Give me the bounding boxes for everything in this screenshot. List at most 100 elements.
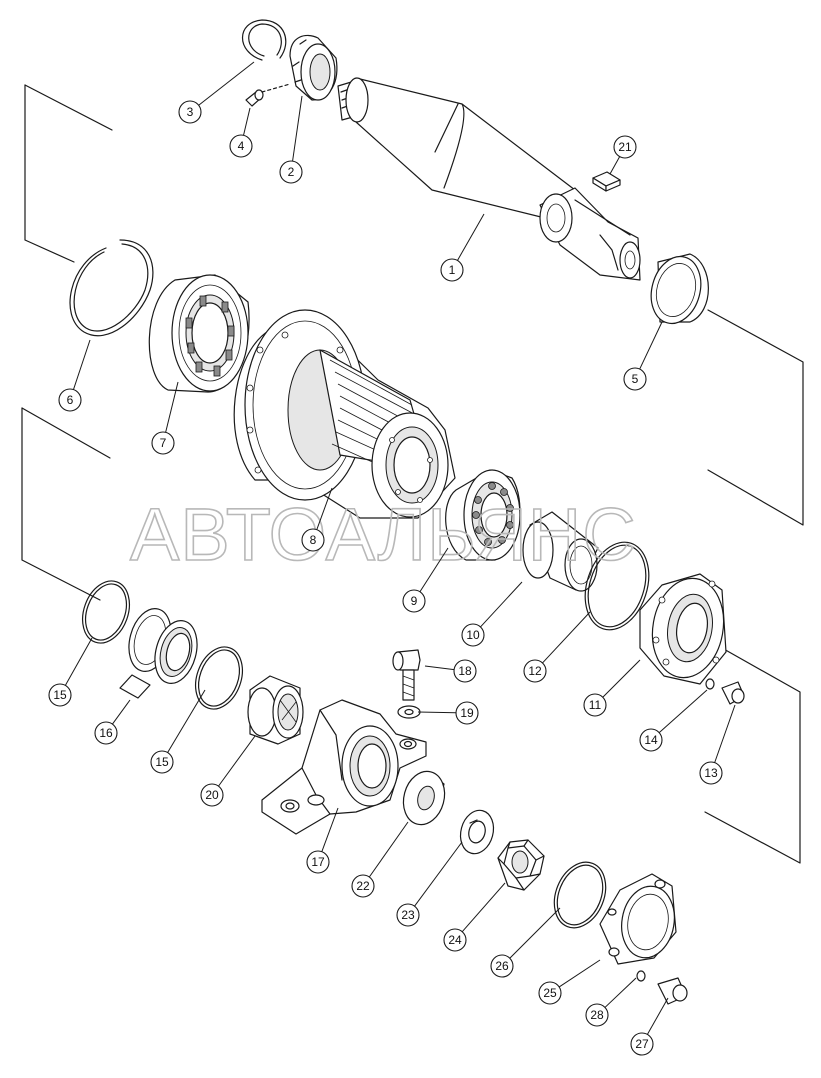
leader-line — [658, 689, 708, 734]
callout-number: 12 — [528, 664, 542, 678]
part-6-snap-ring — [69, 239, 154, 337]
part-11-retainer-flange — [639, 573, 727, 685]
callout-number: 25 — [543, 986, 557, 1000]
callout-number: 16 — [99, 726, 113, 740]
callout-number: 17 — [311, 855, 325, 869]
leader-line — [609, 156, 621, 175]
callout-number: 7 — [160, 436, 167, 450]
callout-circle — [443, 928, 467, 952]
leader-line — [714, 704, 736, 763]
callout-number: 6 — [67, 393, 74, 407]
callout-number: 19 — [460, 706, 474, 720]
callout-number: 15 — [155, 755, 169, 769]
part-13-bolt — [721, 681, 745, 705]
callout-c7: 7 — [151, 381, 179, 455]
part-25-end-cover — [599, 873, 677, 965]
callout-number: 4 — [238, 139, 245, 153]
callout-c18: 18 — [424, 659, 477, 683]
callout-number: 1 — [449, 263, 456, 277]
part-20-bushing — [247, 675, 304, 745]
callout-c5: 5 — [623, 321, 663, 391]
callout-circle — [94, 721, 118, 745]
leader-line — [542, 611, 591, 664]
callout-c11: 11 — [583, 659, 641, 717]
part-18-bolt — [392, 649, 421, 701]
callout-number: 3 — [187, 105, 194, 119]
callout-number: 14 — [644, 733, 658, 747]
leader-line — [417, 711, 457, 714]
callout-number: 9 — [411, 594, 418, 608]
callout-number: 27 — [635, 1037, 649, 1051]
callout-circle — [200, 783, 224, 807]
leader-line — [243, 107, 251, 136]
callout-circle — [623, 367, 647, 391]
callout-c8: 8 — [301, 487, 333, 552]
leader-line — [368, 821, 409, 878]
part-9-bearing — [445, 469, 521, 561]
callout-c16: 16 — [94, 699, 131, 745]
leader-line — [509, 907, 561, 959]
callout-c27: 27 — [630, 997, 669, 1056]
leader-line — [218, 735, 256, 787]
leader-line — [558, 959, 601, 988]
leader-line — [602, 659, 641, 698]
callout-circle — [538, 981, 562, 1005]
callout-number: 21 — [618, 140, 632, 154]
callout-c3: 3 — [178, 61, 255, 124]
callout-circle — [150, 750, 174, 774]
leader-line — [419, 547, 449, 593]
leader-line — [292, 95, 303, 162]
callout-c26: 26 — [490, 907, 561, 978]
leader-line — [198, 61, 255, 106]
part-1-shaft — [337, 77, 641, 281]
callout-number: 5 — [632, 372, 639, 386]
callout-number: 10 — [466, 628, 480, 642]
leader-line — [167, 689, 206, 753]
part-8-hub — [233, 309, 456, 519]
leader-line — [639, 321, 663, 370]
callout-circle — [306, 850, 330, 874]
part-5-collar — [650, 253, 709, 325]
leader-line — [461, 882, 506, 933]
part-23-tab-washer — [459, 809, 495, 855]
leader-line — [321, 807, 339, 852]
callout-number: 20 — [205, 788, 219, 802]
callout-circle — [583, 693, 607, 717]
callout-c28: 28 — [585, 977, 637, 1027]
watermark-text: АВТОАЛЬЯНС — [130, 493, 637, 576]
part-19-washer — [397, 705, 421, 719]
callout-circle — [402, 589, 426, 613]
leader-line — [64, 637, 93, 686]
part-3-snap-ring — [241, 19, 287, 61]
leader-line — [457, 213, 485, 261]
part-10-spacer-sleeve — [522, 511, 599, 592]
part-26-o-ring — [553, 861, 607, 929]
callout-number: 22 — [356, 879, 370, 893]
callout-number: 11 — [589, 698, 602, 712]
callout-layer: 1234567891011121314151516171819202122232… — [48, 61, 736, 1056]
callout-circle — [279, 160, 303, 184]
callout-circle — [178, 100, 202, 124]
callout-number: 13 — [704, 766, 718, 780]
part-24-hex-nut — [497, 839, 545, 891]
leader-line — [414, 841, 463, 907]
callout-circle — [461, 623, 485, 647]
callout-c23: 23 — [396, 841, 463, 927]
callout-c9: 9 — [402, 547, 449, 613]
callout-circle — [48, 683, 72, 707]
callout-circle — [585, 1003, 609, 1027]
part-14-washer — [705, 678, 715, 690]
callout-c19: 19 — [417, 701, 479, 725]
callout-circle — [440, 258, 464, 282]
callout-circle — [151, 431, 175, 455]
leader-line — [316, 487, 333, 530]
leader-line — [165, 381, 179, 433]
callout-c20: 20 — [200, 735, 256, 807]
part-7-bearing — [148, 274, 250, 393]
part-27-bolt — [657, 977, 688, 1005]
callout-circle — [351, 874, 375, 898]
part-15-o-ring-lower — [195, 646, 243, 710]
assembly-frame-lines — [21, 84, 804, 864]
part-15-o-ring — [82, 580, 130, 644]
